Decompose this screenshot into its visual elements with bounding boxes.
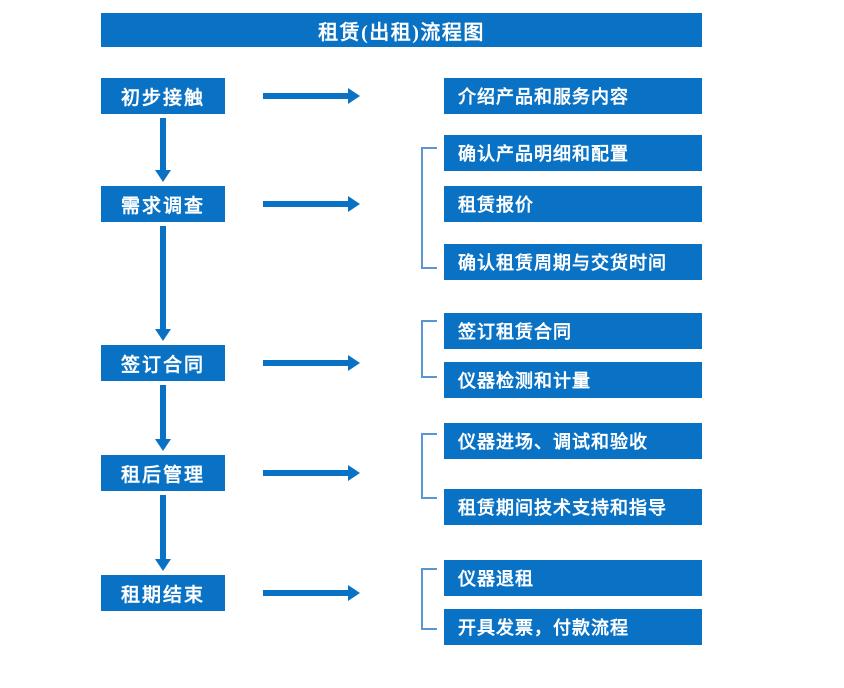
detail-box-仪器进场调试和验收[interactable]: 仪器进场、调试和验收 [444,423,702,459]
brace-left-icon-group3 [421,320,437,378]
detail-box-签订租赁合同[interactable]: 签订租赁合同 [444,313,702,349]
detail-box-介绍产品和服务内容[interactable]: 介绍产品和服务内容 [444,78,702,114]
arrow-right-icon-stage5 [263,583,360,603]
stage-box-初步接触[interactable]: 初步接触 [101,78,225,114]
brace-left-icon-group4 [421,433,437,499]
diagram-title: 租赁(出租)流程图 [101,13,702,47]
detail-box-确认产品明细和配置[interactable]: 确认产品明细和配置 [444,135,702,171]
stage-box-需求调查[interactable]: 需求调查 [101,186,225,222]
stage-box-租期结束[interactable]: 租期结束 [101,575,225,611]
arrow-down-icon-stage4-stage5 [153,495,173,571]
brace-left-icon-group5 [421,568,437,630]
arrow-down-icon-stage3-stage4 [153,385,173,451]
arrow-right-icon-stage3 [263,353,360,373]
arrow-down-icon-stage2-stage3 [153,226,173,341]
detail-box-仪器检测和计量[interactable]: 仪器检测和计量 [444,362,702,398]
arrow-right-icon-stage2 [263,194,360,214]
stage-box-签订合同[interactable]: 签订合同 [101,345,225,381]
arrow-right-icon-stage1 [263,86,360,106]
brace-left-icon-group2 [421,147,437,269]
detail-box-租赁期间技术支持和指导[interactable]: 租赁期间技术支持和指导 [444,489,702,525]
arrow-down-icon-stage1-stage2 [153,118,173,182]
detail-box-确认租赁周期与交货时间[interactable]: 确认租赁周期与交货时间 [444,244,702,280]
detail-box-租赁报价[interactable]: 租赁报价 [444,186,702,222]
arrow-right-icon-stage4 [263,463,360,483]
detail-box-仪器退租[interactable]: 仪器退租 [444,560,702,596]
detail-box-开具发票付款流程[interactable]: 开具发票，付款流程 [444,609,702,645]
stage-box-租后管理[interactable]: 租后管理 [101,455,225,491]
